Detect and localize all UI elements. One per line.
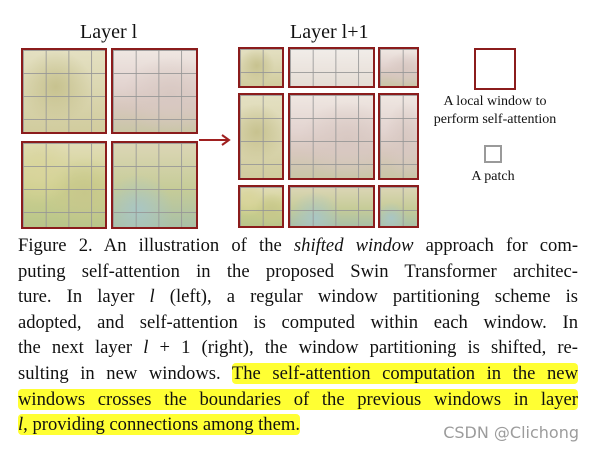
- shifted-window-7: [238, 185, 284, 228]
- caption-text: Figure 2. An illustration of the: [18, 235, 294, 256]
- layer-l-title: Layer l: [80, 21, 138, 43]
- legend-window-line2: perform self-attention: [433, 112, 557, 127]
- shifted-window-9: [378, 185, 419, 228]
- highlighted-text: The self-attention computation in the ne…: [231, 362, 578, 384]
- window-top-right: [111, 48, 198, 134]
- caption-line-2: puting self-attention in the proposed Sw…: [18, 260, 578, 282]
- watermark: CSDN @Clichong: [443, 423, 579, 442]
- shifted-window-5: [288, 93, 375, 180]
- window-bottom-right: [111, 141, 198, 229]
- swin-figure: Layer l Layer l+1: [21, 21, 570, 229]
- shifted-window-3: [378, 47, 419, 88]
- caption-emphasis: shifted window: [293, 235, 414, 256]
- caption-line-6: sulting in new windows. The self-attenti…: [18, 361, 578, 387]
- legend-window-line1: A local window to: [443, 94, 547, 109]
- shifted-window-4: [238, 93, 284, 180]
- caption-math: l: [18, 414, 24, 436]
- patch-grid: [23, 50, 105, 132]
- local-window-legend-swatch: [474, 48, 516, 90]
- window-bottom-left: [21, 141, 107, 229]
- shifted-window-2: [288, 47, 375, 88]
- caption-line-3: ture. In layer l (left), a regular windo…: [18, 284, 578, 310]
- layer-l-plus-1-title: Layer l+1: [290, 21, 369, 43]
- caption-math: l: [149, 286, 155, 308]
- patch-legend-swatch: [484, 145, 502, 163]
- patch-legend-label: A patch: [471, 169, 515, 184]
- patch-grid: [113, 50, 196, 132]
- caption-text: approach for com-: [413, 235, 579, 256]
- shifted-window-8: [288, 185, 375, 228]
- caption-line-7: windows crosses the boundaries of the pr…: [18, 387, 578, 413]
- patch-grid: [380, 187, 417, 226]
- highlighted-text: windows crosses the boundaries of the pr…: [18, 388, 578, 410]
- caption-math: l: [143, 337, 149, 359]
- caption-line-8: l, providing connections among them.: [18, 412, 578, 438]
- patch-grid: [113, 143, 196, 227]
- patch-grid: [240, 187, 282, 226]
- shifted-window-1: [238, 47, 284, 88]
- patch-grid: [290, 49, 373, 86]
- patch-grid: [290, 95, 373, 178]
- patch-grid: [290, 187, 373, 226]
- patch-grid: [240, 49, 282, 86]
- local-window-legend-label: A local window to perform self-attention: [420, 93, 570, 129]
- shifted-window-6: [378, 93, 419, 180]
- patch-grid: [380, 49, 417, 86]
- caption-line-5: the next layer l + 1 (right), the window…: [18, 335, 578, 361]
- caption-text: ture. In layer: [18, 286, 150, 308]
- caption-text: the next layer: [18, 337, 144, 359]
- window-top-left: [21, 48, 107, 134]
- highlighted-text: l, providing connections among them.: [18, 414, 300, 436]
- caption-line-1: Figure 2. An illustration of the shifted…: [18, 233, 578, 259]
- caption-text: (left), a regular window partitioning sc…: [154, 286, 578, 308]
- patch-grid: [23, 143, 105, 227]
- figure-caption: Figure 2. An illustration of the shifted…: [18, 233, 578, 438]
- patch-grid: [380, 95, 417, 178]
- right-arrow-icon: [199, 134, 231, 146]
- caption-text: + 1 (right), the window partitioning is …: [148, 337, 579, 359]
- caption-line-4: adopted, and self-attention is computed …: [18, 311, 578, 333]
- caption-text: , providing connections among them.: [23, 414, 300, 436]
- caption-text: sulting in new windows.: [18, 362, 232, 384]
- patch-grid: [240, 95, 282, 178]
